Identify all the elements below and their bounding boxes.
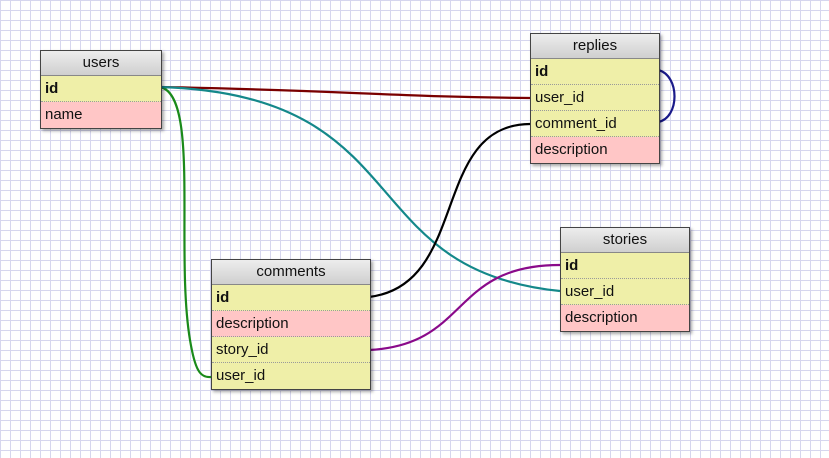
relation-users-comments-line[interactable] (159, 85, 212, 379)
table-users-header[interactable]: users (41, 51, 161, 76)
stories-id-field[interactable]: id (561, 253, 689, 279)
table-replies[interactable]: replies id user_id comment_id descriptio… (530, 33, 660, 164)
relation-users-replies-line[interactable] (159, 85, 531, 100)
users-id-field[interactable]: id (41, 76, 161, 102)
relation-users-stories-line[interactable] (159, 85, 561, 293)
table-users[interactable]: users id name (40, 50, 162, 129)
replies-user-id-field[interactable]: user_id (531, 85, 659, 111)
replies-comment-id-field[interactable]: comment_id (531, 111, 659, 137)
table-comments[interactable]: comments id description story_id user_id (211, 259, 371, 390)
table-comments-header[interactable]: comments (212, 260, 370, 285)
comments-user-id-field[interactable]: user_id (212, 363, 370, 389)
relation-replies-self-line[interactable] (657, 68, 676, 124)
table-stories-header[interactable]: stories (561, 228, 689, 253)
comments-story-id-field[interactable]: story_id (212, 337, 370, 363)
stories-description-field[interactable]: description (561, 305, 689, 331)
users-name-field[interactable]: name (41, 102, 161, 128)
replies-description-field[interactable]: description (531, 137, 659, 163)
comments-id-field[interactable]: id (212, 285, 370, 311)
table-stories[interactable]: stories id user_id description (560, 227, 690, 332)
stories-user-id-field[interactable]: user_id (561, 279, 689, 305)
relation-comments-replies-line[interactable] (368, 122, 531, 299)
table-replies-header[interactable]: replies (531, 34, 659, 59)
comments-description-field[interactable]: description (212, 311, 370, 337)
relation-stories-comments-line[interactable] (368, 263, 561, 352)
replies-id-field[interactable]: id (531, 59, 659, 85)
